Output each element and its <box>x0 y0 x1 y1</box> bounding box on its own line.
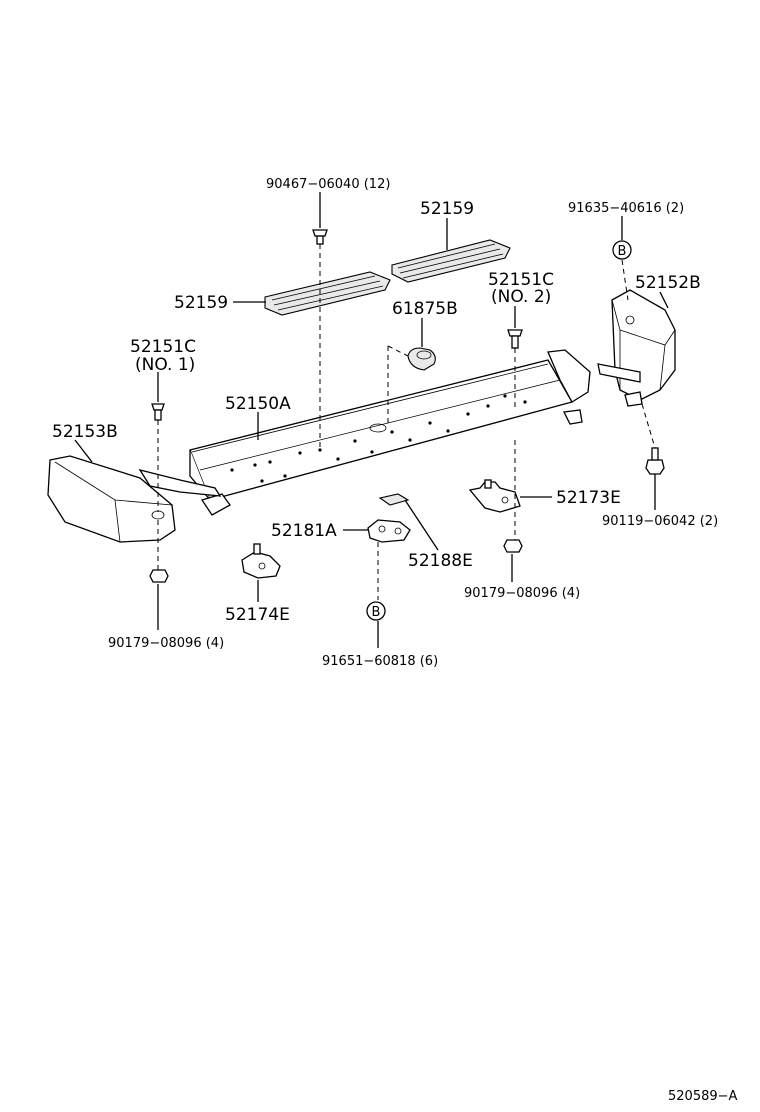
callout-b-top-label: B <box>618 244 627 259</box>
label-bracket-left: 52174E <box>225 605 290 625</box>
leader-lines <box>74 192 669 648</box>
label-bolt-right: 90119−06042 (2) <box>602 514 718 529</box>
label-bracket-center: 52181A <box>271 521 337 541</box>
label-pad-small: 52188E <box>408 551 473 571</box>
label-step-pad-upper: 52159 <box>420 199 474 219</box>
step-pad-upper-part <box>391 239 511 283</box>
label-grommet: 61875B <box>392 299 458 319</box>
bracket-52173e-part <box>468 479 521 513</box>
label-bolt-top: 90467−06040 (12) <box>266 177 390 192</box>
label-nut-right: 90179−08096 (4) <box>464 586 580 601</box>
end-cap-right-part <box>597 289 676 407</box>
clip-bolt-top <box>312 229 328 245</box>
retainer-no1-part <box>151 403 165 421</box>
label-retainer-no2-sub: (NO. 2) <box>491 287 551 307</box>
bumper-beam-part <box>189 349 591 516</box>
label-step-pad-lower: 52159 <box>174 293 228 313</box>
bolt-right-part <box>645 447 665 475</box>
label-end-cap-right: 52152B <box>635 273 701 293</box>
nut-right-part <box>503 539 523 553</box>
step-pad-lower-part <box>264 271 391 316</box>
label-screw-b-top: 91635−40616 (2) <box>568 201 684 216</box>
label-bracket-right: 52173E <box>556 488 621 508</box>
label-bumper-beam: 52150A <box>225 394 291 414</box>
bracket-52174e-part <box>241 543 281 579</box>
end-cap-left-part <box>47 455 222 543</box>
figure-code: 520589−A <box>668 1089 738 1104</box>
retainer-no2-part <box>507 329 523 349</box>
callout-b-bottom: B <box>366 601 386 621</box>
label-end-cap-left: 52153B <box>52 422 118 442</box>
grommet-part <box>407 347 436 371</box>
bracket-52181a-part <box>367 519 411 543</box>
pad-52188e-part <box>378 493 410 506</box>
label-retainer-no2: 52151C <box>488 270 554 290</box>
callout-b-top: B <box>612 240 632 260</box>
label-nut-left: 90179−08096 (4) <box>108 636 224 651</box>
nut-left-part <box>149 569 169 583</box>
callout-b-bottom-label: B <box>372 605 381 620</box>
label-screw-b-bottom: 91651−60818 (6) <box>322 654 438 669</box>
assembly-dashed-lines <box>157 244 656 600</box>
label-retainer-no1: 52151C <box>130 337 196 357</box>
label-retainer-no1-sub: (NO. 1) <box>135 355 195 375</box>
